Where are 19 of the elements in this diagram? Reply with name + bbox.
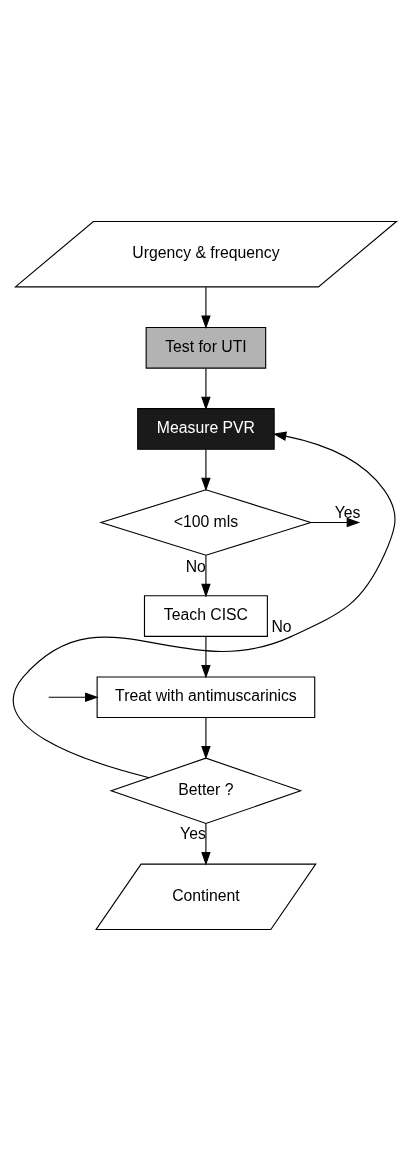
arrow — [310, 517, 361, 528]
node-box: Test for UTI — [145, 326, 267, 369]
arrow — [201, 823, 211, 866]
arrow — [201, 448, 211, 492]
arrow — [12, 431, 396, 779]
node-diamond: Better ? — [109, 757, 303, 825]
arrow — [201, 636, 211, 679]
arrow — [48, 692, 99, 702]
arrow — [201, 717, 211, 760]
arrow — [201, 555, 211, 598]
node-diamond: <100 mls — [99, 489, 313, 556]
arrow — [201, 286, 211, 330]
node-box: Teach CISC — [143, 595, 268, 637]
arrow — [201, 367, 211, 411]
edge-label: Yes — [334, 504, 361, 522]
edge-label: No — [185, 557, 206, 575]
edge-label: No — [271, 618, 292, 636]
node-box: Measure PVR — [137, 408, 275, 450]
node-box: Treat with antimuscarinics — [96, 676, 316, 719]
